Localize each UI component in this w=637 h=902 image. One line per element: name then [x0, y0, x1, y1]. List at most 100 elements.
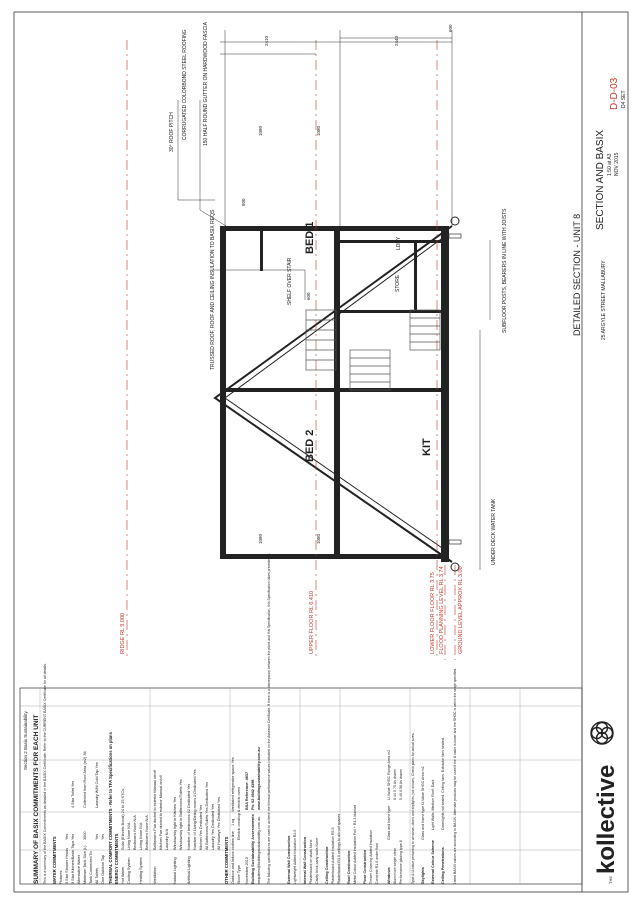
energy-row-11-val: Number of Living/Dining rooms 2 Dedicate… — [193, 769, 197, 850]
other-row-1-val: Electric cooktop & electric oven — [237, 787, 241, 840]
label-tank: UNDER DECK WATER TANK — [491, 498, 497, 565]
water-row-2: 3 Star Kitchen/Basin Taps — [71, 840, 75, 884]
water-row-4-val: 3000 — [83, 832, 87, 840]
leader-gutter — [199, 100, 227, 227]
ceiling-pen-head: Ceiling Penetrations — [441, 847, 445, 884]
leader-truss — [210, 269, 306, 300]
floor-row-0: Timber Covering Added Insulation — [369, 830, 373, 884]
energy-row-10-val: Number of bedrooms #2 Dedicated Yes — [187, 784, 191, 850]
room-bed2: BED 2 — [304, 430, 316, 462]
roof-row-0: Metal Colour Added Insulation Foil + R1.… — [353, 805, 357, 884]
gutter-top — [450, 216, 460, 226]
basix-table-border — [19, 687, 583, 885]
internal-row-1: Cavity brick party walls None — [315, 838, 319, 884]
lower-floor-slab — [441, 226, 449, 562]
label-roofing: CORRUGATED COLORBOND STEEL ROOFING — [182, 29, 188, 140]
room-ldry: LDRY — [396, 236, 402, 250]
energy-row-2-val: Bedrooms None N/A — [133, 815, 137, 850]
dim-d7: 1080 — [258, 533, 263, 544]
basix-thermal-head: THERMAL COMFORT COMMITMENTS - Refer to T… — [108, 731, 113, 884]
cert-abn: Ph: 02 4942 4398 — [251, 780, 255, 810]
subfloor-post-1 — [448, 233, 462, 239]
room-bed1: BED 1 — [304, 222, 316, 254]
energy-row-13-val: All Bathrooms/Toilets Yes Dedicated Yes — [205, 782, 209, 850]
dim-d4: 1080 — [316, 125, 321, 136]
energy-row-1-val: Living None N/A — [127, 822, 131, 850]
energy-row-0-val: Solar (Electric Boost) 24 to 25 STCs — [121, 789, 125, 850]
windows-row-2-val: 5.40 0.58 As drawn — [399, 769, 403, 800]
basix-note1: The following specifications are used to… — [267, 553, 271, 884]
stair — [305, 309, 441, 391]
cert-date: November 2015 — [245, 857, 249, 884]
other-row-0-extra: Ventilated refrigerator space Yes — [231, 757, 235, 812]
other-row-1: Stove Type — [237, 865, 241, 884]
partition-upper — [220, 388, 338, 392]
dim-d8: 1080 — [316, 533, 321, 544]
label-shelf: SHELF OVER STAIR — [287, 257, 293, 305]
scale: 1:50 at A3 — [607, 153, 613, 176]
skylights-head: Skylights — [421, 867, 425, 884]
roof-head: Roof Construction — [347, 850, 351, 884]
internal-row-0: Plasterboard on studs None — [309, 839, 313, 884]
label-subfloor: SUBFLOOR POSTS, BEARERS IN LINE WITH JOI… — [502, 208, 508, 333]
dim-d9: 600 — [448, 24, 453, 32]
external-row-0: Lightweight Added Insulation R2.0 — [293, 830, 297, 884]
energy-row-8: Natural Lighting — [173, 857, 177, 884]
energy-row-15-val: All Hallways Yes Dedicated Yes — [217, 797, 221, 850]
subfloor-post-2 — [448, 539, 462, 545]
dim-d3: 1080 — [258, 125, 263, 136]
water-row-6-val: Yes — [95, 834, 99, 840]
leader-roof-pitch — [177, 100, 215, 201]
other-row-0-val: 1 sq — [231, 819, 235, 826]
basix-other-head: OTHER COMMITMENTS — [224, 836, 229, 884]
water-row-3: Alternative Water — [77, 854, 81, 884]
ldry-wall — [414, 240, 417, 313]
internal-head: Internal Wall Construction — [303, 836, 307, 884]
sheet-of: D4 SET — [621, 90, 627, 108]
water-row-2-val: Yes — [71, 834, 75, 840]
cert-web: www.buildingsustainability.com.au — [257, 746, 261, 811]
energy-row-3: Heating System — [139, 857, 143, 884]
dim-d6: 600 — [306, 292, 311, 300]
label-truss: TRUSSED ROOF, ROOF AND CEILING INSULATIO… — [210, 209, 216, 370]
skylights-row-0: Glass and frame type U-Value SHGC Area m… — [421, 766, 425, 840]
basix-intro: This is a summary of the BASIX Commitmen… — [43, 663, 47, 884]
water-row-1: 3 Star Shower Heads — [65, 848, 69, 884]
store-wall-top — [340, 240, 441, 243]
cert-email: enquiries@buildingsustainability.com.au — [257, 817, 261, 884]
date: NOV 2015 — [614, 152, 620, 176]
dim-d2: 2440 — [394, 35, 399, 46]
basix-grid — [20, 688, 582, 884]
water-row-0: Fixtures — [59, 870, 63, 884]
windows-head: Windows — [387, 867, 391, 884]
external-head: External Wall Construction — [287, 835, 291, 884]
water-row-4-extra: Collected from Roof Area (m2) 36 — [83, 751, 87, 808]
basix-footer-note: Listed BASIX values are according to BAS… — [453, 668, 457, 884]
energy-row-10: Artificial Lighting — [187, 856, 191, 884]
label-roof-pitch: 30° ROOF PITCH — [169, 112, 175, 152]
ceiling-pen-row-0: Downlights not sealed. Ceiling fans. Ext… — [441, 737, 445, 830]
brand-logo-icon — [590, 721, 614, 745]
energy-row-3-val: Living None N/A — [139, 822, 143, 850]
basix-title: SUMMARY OF BASIX COMMITMENTS FOR EACH UN… — [33, 715, 40, 884]
water-row-2-extra: 4 Star Toilet Yes — [71, 781, 75, 808]
colour-head: External Colour Scheme — [431, 840, 435, 884]
dim-d5: 600 — [241, 198, 246, 206]
energy-row-9-val: Window/sky light in Bathrooms/Toilets Ye… — [179, 779, 183, 850]
energy-row-7-val: Laundry N/A — [165, 828, 169, 850]
cert-no: BSA Reference: 4837 — [245, 772, 249, 810]
level-upper: UPPER FLOOR RL 6.410 — [309, 591, 315, 654]
energy-row-14-val: Laundry Yes Dedicated Yes — [211, 804, 215, 850]
basix-note2: Type & U-value pertaining to windows, do… — [411, 733, 415, 884]
label-gutter: 150 HALF ROUND GUTTER ON HARDWOOD FASCIA — [203, 21, 209, 146]
energy-row-0: Hot Water — [121, 866, 125, 884]
energy-row-12-val: Kitchen Yes Dedicated Yes — [199, 805, 203, 850]
water-row-1-val: Yes — [65, 834, 69, 840]
water-row-6-extra: Laundry W/M Cold Tap Yes — [95, 762, 99, 808]
dimensions — [220, 30, 453, 226]
cert-by: Building Sustainability Assessments — [250, 813, 255, 884]
energy-row-1: Cooling System — [127, 857, 131, 884]
section-title: DETAILED SECTION - UNIT 8 — [572, 214, 582, 336]
ceiling-head: Ceiling Construction — [325, 846, 329, 884]
floor-head: Floor Construction — [363, 849, 367, 884]
